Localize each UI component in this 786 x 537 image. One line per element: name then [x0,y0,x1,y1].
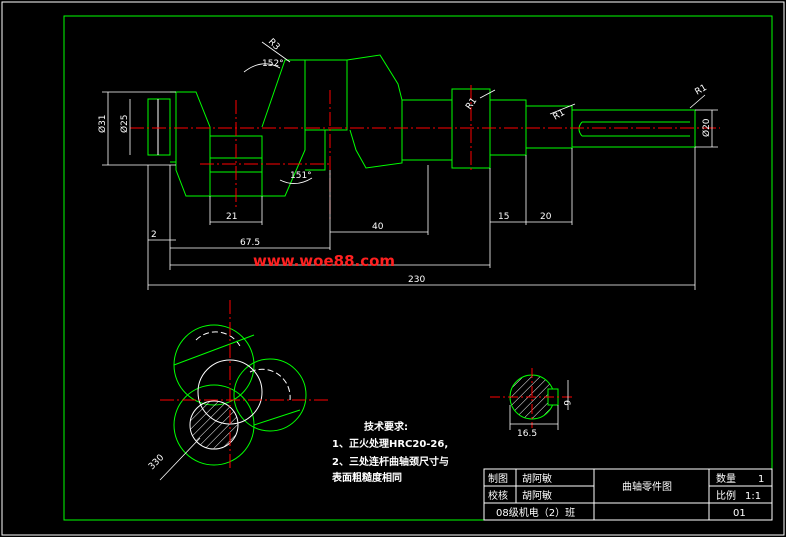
tb-drawing-name: 曲轴零件图 [622,480,672,493]
dim-67-5-text: 67.5 [240,238,260,248]
web-3 [346,54,403,169]
tb-class: 08级机电（2）班 [496,506,575,519]
dim-phi20: Ø20 [701,118,712,137]
tb-checked-label: 校核 [488,489,508,502]
dim-2-text: 2 [151,230,157,240]
dim-40-text: 40 [372,222,384,232]
keyway-center [490,368,575,428]
dim-r1-a: R1 [464,96,479,112]
dim-15-text: 15 [498,212,509,222]
dim-angle-151: 151° [290,171,312,181]
web-1 [175,91,211,197]
tangent-1 [173,334,255,366]
right-shaft-end [572,109,696,148]
title-block-frame [483,468,773,521]
keyway-section: 16.5 6 [490,368,575,439]
tb-qty-value: 1 [758,474,764,485]
tangent-2 [253,409,301,426]
middle-journal [305,59,348,131]
tb-number: 01 [733,508,746,519]
arc-151 [279,177,313,184]
tb-scale-label: 比例 [716,489,736,502]
dim-phi31: Ø31 [97,114,108,133]
leader-r1-c [689,94,706,109]
notes-line1: 1、正火处理HRC20-26, [332,437,448,450]
notes-line3: 表面粗糙度相同 [331,471,402,484]
side-center-lines [160,300,330,470]
leader-r3 [261,41,291,63]
web-2 [261,59,306,197]
keyway [578,121,690,137]
dim-16-5-text: 16.5 [517,429,537,439]
notes-title: 技术要求: [364,420,408,433]
crankshaft-view [147,54,696,197]
dim-6-text: 6 [561,400,571,406]
hidden-arc-2 [249,368,291,401]
dim-r1-b: R1 [552,108,567,123]
tb-qty-label: 数量 [716,472,736,485]
tb-scale-value: 1:1 [745,491,761,502]
dim-20-text: 20 [540,212,552,222]
dim-phi25: Ø25 [119,114,130,133]
dim-angle-152: 152° [262,59,284,69]
arc-152 [243,63,281,73]
section-hatched [189,400,239,450]
side-view [173,324,307,466]
leader-r1-b [549,103,576,115]
watermark: www.woe88.com [253,252,395,270]
dim-r3: R3 [266,37,282,53]
notes-line2: 2、三处连杆曲轴颈尺寸与 [332,455,449,468]
tb-drawn-name: 胡阿敏 [522,472,552,485]
left-flange [170,91,177,163]
leader-r1-a [479,89,496,99]
dim-330-line [159,437,201,481]
title-block [483,468,773,521]
dimension-lines [102,41,718,290]
inner-border [63,15,773,521]
tb-checked-name: 胡阿敏 [522,489,552,502]
left-stub [147,98,171,156]
dim-r1-c: R1 [694,83,709,98]
technical-notes: 技术要求: 1、正火处理HRC20-26, 2、三处连杆曲轴颈尺寸与 表面粗糙度… [331,420,449,484]
dim-230-text: 230 [408,275,425,285]
keyway-dims [509,380,569,430]
web-circle-top [173,324,255,406]
center-lines [130,85,720,220]
dim-330-text: 330 [147,453,166,472]
right-shaft-3 [526,105,573,149]
crank-pin-2 [305,129,326,171]
tb-drawn-label: 制图 [488,472,508,485]
web-circle-right [233,358,307,432]
hidden-arc-1 [195,331,241,347]
right-shaft-1 [402,99,453,161]
dim-21-text: 21 [226,212,237,222]
